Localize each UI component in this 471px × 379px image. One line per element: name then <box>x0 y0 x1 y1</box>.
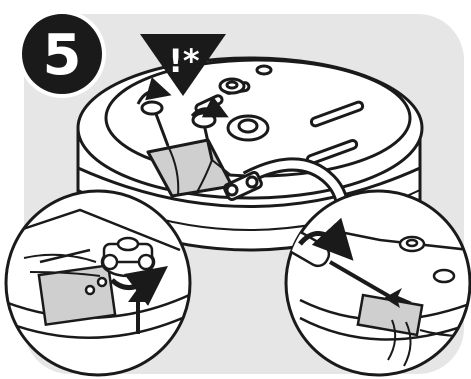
step-badge: 5 <box>20 12 104 96</box>
warning-symbol: !* <box>168 42 200 80</box>
inset-right-screwdriver <box>283 191 471 375</box>
step-number: 5 <box>43 23 82 88</box>
